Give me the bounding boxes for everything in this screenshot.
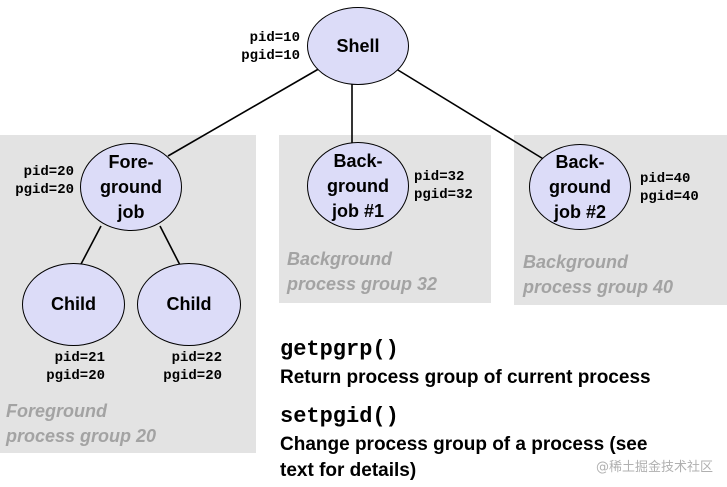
background-40-group-label-line-1: Background bbox=[523, 252, 629, 272]
foreground-job-pid: pid=20 bbox=[23, 164, 74, 180]
background-40-group-label: Background process group 40 bbox=[523, 250, 673, 300]
child-1-pid: pid=21 bbox=[54, 350, 105, 366]
child-1-ids: pid=21 pgid=20 bbox=[25, 349, 105, 385]
background-job-1-label-line-1: Back- bbox=[333, 150, 383, 171]
child-2-pgid: pgid=20 bbox=[163, 368, 222, 384]
getpgrp-function-name: getpgrp() bbox=[280, 337, 399, 362]
watermark: @稀土掘金技术社区 bbox=[595, 460, 713, 475]
shell-node-label: Shell bbox=[336, 35, 380, 56]
background-job-2-ids: pid=40 pgid=40 bbox=[640, 170, 699, 206]
background-job-2-pid: pid=40 bbox=[640, 171, 691, 187]
edge-foreground-job-child-2 bbox=[159, 225, 182, 268]
shell-ids: pid=10 pgid=10 bbox=[222, 29, 300, 65]
foreground-group-label-line-2: process group 20 bbox=[6, 426, 157, 446]
foreground-job-label-line-2: ground bbox=[100, 176, 162, 197]
background-job-1-node: Back- ground job #1 bbox=[307, 142, 409, 230]
child-1-pgid: pgid=20 bbox=[46, 368, 105, 384]
background-job-2-node: Back- ground job #2 bbox=[529, 144, 631, 230]
child-2-pid: pid=22 bbox=[171, 350, 222, 366]
foreground-job-pgid: pgid=20 bbox=[15, 182, 74, 198]
child-1-label: Child bbox=[51, 294, 96, 314]
background-32-group-label: Background process group 32 bbox=[287, 247, 437, 297]
foreground-job-node: Fore- ground job bbox=[80, 143, 182, 231]
edge-shell-background-job-2 bbox=[392, 66, 546, 161]
child-1-node: Child bbox=[22, 263, 125, 346]
shell-pid: pid=10 bbox=[249, 30, 300, 46]
setpgid-function-name: setpgid() bbox=[280, 404, 399, 429]
foreground-job-label-line-1: Fore- bbox=[108, 151, 154, 172]
foreground-group-label-line-1: Foreground bbox=[6, 401, 107, 421]
shell-node: Shell bbox=[307, 7, 409, 85]
background-40-group-label-line-2: process group 40 bbox=[523, 277, 674, 297]
setpgid-description-line-2: text for details) bbox=[280, 460, 417, 481]
background-32-group-label-line-2: process group 32 bbox=[287, 274, 438, 294]
edge-foreground-job-child-1 bbox=[79, 225, 102, 267]
child-2-label: Child bbox=[166, 294, 212, 314]
child-2-node: Child bbox=[137, 263, 241, 346]
background-job-2-pgid: pgid=40 bbox=[640, 189, 699, 205]
background-job-1-ids: pid=32 pgid=32 bbox=[414, 168, 473, 204]
foreground-job-label-line-3: job bbox=[117, 201, 145, 222]
setpgid-description: Change process group of a process (see t… bbox=[280, 432, 647, 484]
background-32-group-label-line-1: Background bbox=[287, 249, 393, 269]
edge-shell-foreground-job bbox=[167, 66, 323, 157]
child-2-ids: pid=22 pgid=20 bbox=[142, 349, 222, 385]
getpgrp-description-line-1: Return process group of current process bbox=[280, 367, 651, 388]
background-job-2-label-line-3: job #2 bbox=[553, 201, 606, 222]
foreground-group-label: Foreground process group 20 bbox=[6, 399, 156, 449]
foreground-job-ids: pid=20 pgid=20 bbox=[0, 163, 74, 199]
background-job-2-label-line-2: ground bbox=[549, 176, 611, 197]
background-job-2-label-line-1: Back- bbox=[555, 151, 605, 172]
shell-pgid: pgid=10 bbox=[241, 48, 300, 64]
getpgrp-description: Return process group of current process bbox=[280, 365, 651, 391]
background-job-1-pid: pid=32 bbox=[414, 169, 465, 185]
background-job-1-label-line-3: job #1 bbox=[331, 200, 384, 221]
background-job-1-label-line-2: ground bbox=[327, 175, 389, 196]
setpgid-description-line-1: Change process group of a process (see bbox=[280, 434, 648, 455]
background-job-1-pgid: pgid=32 bbox=[414, 187, 473, 203]
